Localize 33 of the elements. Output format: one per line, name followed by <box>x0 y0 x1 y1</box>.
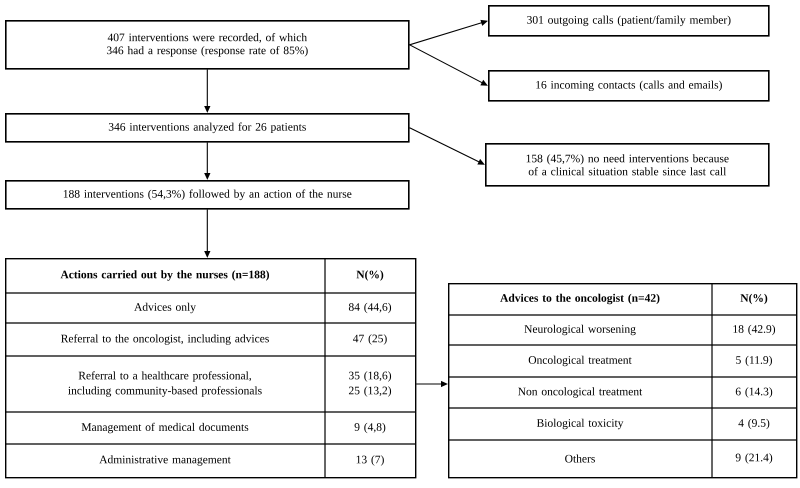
table-cell: Referral to a healthcare professional, including community-based professionals <box>68 371 262 397</box>
table-cell: Management of medical documents <box>82 422 248 434</box>
table-cell: 84 (44,6) <box>348 302 392 314</box>
process-box: 407 interventions were recorded, of which 346 had a response (response rate of 85%) <box>5 20 410 70</box>
table-cell: 9 (21.4) <box>736 453 772 464</box>
process-box: 158 (45,7%) no need interventions because of a clinical situation stable since last call <box>485 143 770 187</box>
table-cell: Referral to the oncologist, including advices <box>61 334 269 345</box>
table-cell: 4 (9.5) <box>738 418 770 430</box>
table-cell: 5 (11.9) <box>736 356 772 366</box>
process-box: 346 interventions analyzed for 26 patients <box>5 113 410 143</box>
table-cell: Neurological worsening <box>524 324 636 336</box>
table-cell: Others <box>565 454 595 463</box>
process-box: 16 incoming contacts (calls and emails) <box>488 70 770 102</box>
table-cell: 18 (42.9) <box>733 324 776 336</box>
table-cell: 9 (4,8) <box>354 422 386 434</box>
table-cell: Biological toxicity <box>536 418 624 430</box>
table-cell: N(%) <box>356 270 384 281</box>
table-cell: 47 (25) <box>352 334 387 345</box>
table-cell: N(%) <box>740 294 768 304</box>
process-box: 188 interventions (54,3%) followed by an action of the nurse <box>5 180 410 210</box>
table-cell: Actions carried out by the nurses (n=188) <box>60 270 270 281</box>
table-cell: Oncological treatment <box>528 356 632 366</box>
table-cell: Advices only <box>134 302 196 314</box>
table-cell: Non oncological treatment <box>518 387 642 398</box>
table-cell: 35 (18,6) <box>349 371 392 382</box>
data-table <box>448 283 798 478</box>
table-cell: 6 (14.3) <box>736 387 772 398</box>
table-cell: Administrative management <box>99 455 231 466</box>
table-cell: Advices to the oncologist (n=42) <box>500 294 660 304</box>
data-table <box>5 258 416 478</box>
process-box: 301 outgoing calls (patient/family member) <box>488 5 770 37</box>
table-cell: 25 (13,2) <box>348 386 392 397</box>
table-cell: 13 (7) <box>356 455 384 466</box>
